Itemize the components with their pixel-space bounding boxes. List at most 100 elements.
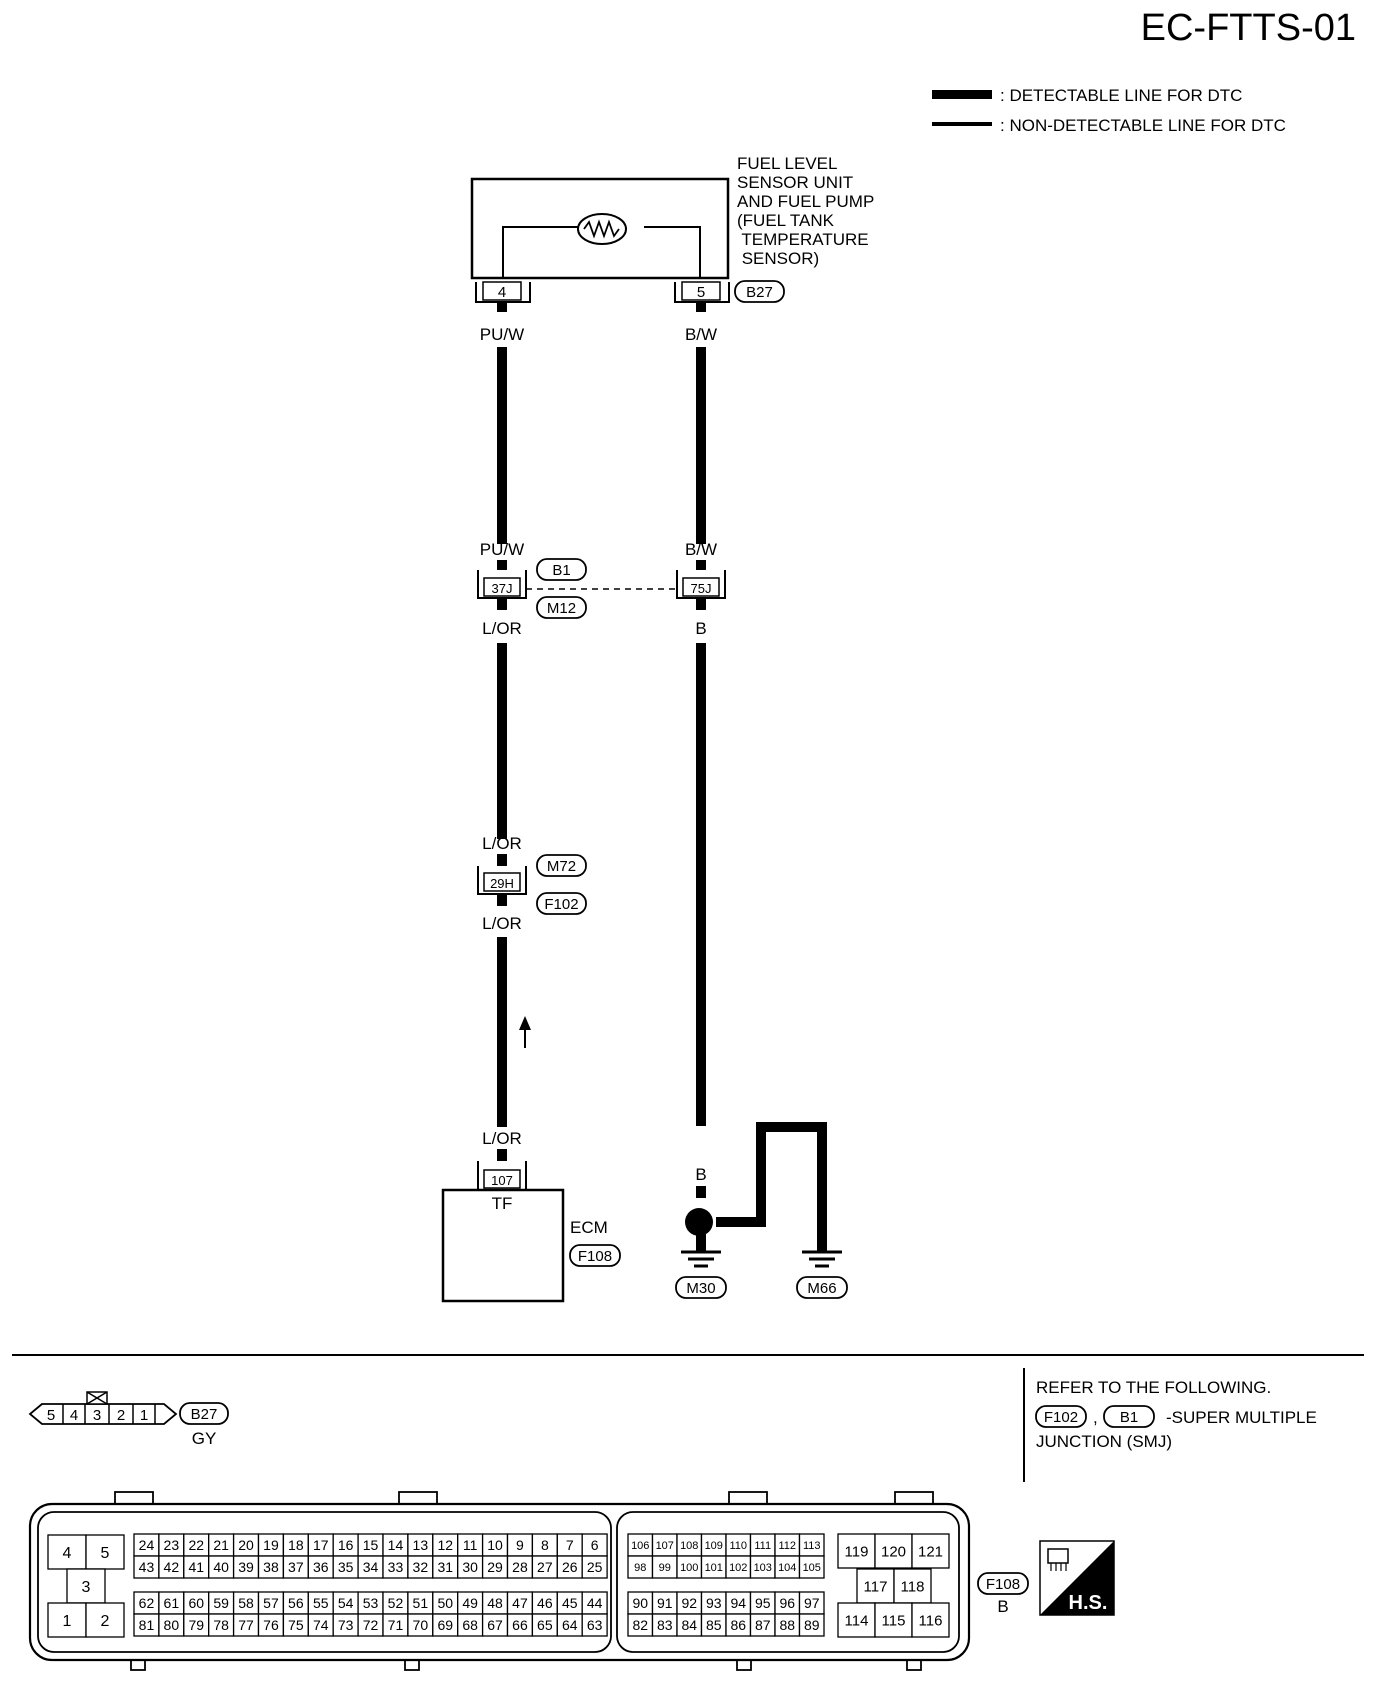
f108-pin-label: 46: [537, 1595, 553, 1611]
f108-pin-label: 34: [363, 1559, 379, 1575]
sensor-label-6: SENSOR): [737, 249, 819, 268]
connector-b27-face: [28, 1391, 178, 1425]
refer-suffix: -SUPER MULTIPLE: [1166, 1408, 1317, 1427]
f108-pin-label: 63: [587, 1617, 603, 1633]
f108-pin-cell: [66, 1568, 106, 1604]
f108-pin-label: 26: [562, 1559, 578, 1575]
f108-pin-label: 79: [188, 1617, 204, 1633]
sensor-label-2: SENSOR UNIT: [737, 173, 853, 192]
f108-pin-label: 121: [918, 1543, 943, 1560]
f108-pin-label: 57: [263, 1595, 279, 1611]
f108-pin-cell: [911, 1602, 950, 1638]
f108-pin-label: 105: [803, 1562, 821, 1574]
legend-nondetectable-label: : NON-DETECTABLE LINE FOR DTC: [1000, 116, 1286, 135]
f108-pin-label: 56: [288, 1595, 304, 1611]
ecm-pin-107: 107: [491, 1173, 513, 1188]
f108-pin-label: 37: [288, 1559, 304, 1575]
f108-pin-label: 44: [587, 1595, 603, 1611]
f108-pin-label: 16: [338, 1537, 354, 1553]
f108-pin-label: 103: [754, 1562, 772, 1574]
f108-pin-label: 5: [101, 1545, 110, 1562]
f108-pin-label: 110: [729, 1540, 747, 1552]
b27-pin-4: 4: [70, 1407, 78, 1424]
f108-pin-label: 108: [680, 1540, 698, 1552]
ecm-box: [441, 1188, 565, 1303]
ground-tag-m66: [796, 1276, 848, 1299]
ecm-terminal-tf: TF: [492, 1194, 513, 1213]
f108-pin-label: 53: [363, 1595, 379, 1611]
connector-tag-f102: [536, 892, 587, 915]
ecm-label: ECM: [570, 1218, 608, 1237]
f108-pin-label: 10: [487, 1537, 503, 1553]
f108-pin-label: 120: [881, 1543, 906, 1560]
f108-pin-label: 42: [164, 1559, 180, 1575]
refer-f102-label: F102: [1044, 1409, 1078, 1426]
ground-tag-m30: [675, 1276, 727, 1299]
wire-color-right-mid-bottom: B: [695, 619, 706, 638]
f108-pin-cell: [85, 1534, 125, 1570]
f108-pin-label: 59: [213, 1595, 229, 1611]
f108-pin-label: 106: [631, 1540, 649, 1552]
f108-pin-cell: [837, 1602, 876, 1638]
f108-pin-label: 17: [313, 1537, 329, 1553]
f108-pin-label: 35: [338, 1559, 354, 1575]
connector-tag-f108-face: [977, 1572, 1029, 1595]
f108-pin-label: 104: [778, 1562, 796, 1574]
f108-pin-label: 15: [363, 1537, 379, 1553]
wire-color-left-mid-bottom: L/OR: [482, 619, 522, 638]
f108-pin-label: 38: [263, 1559, 279, 1575]
f108-pin-label: 83: [657, 1617, 673, 1633]
f108-pin-label: 58: [238, 1595, 254, 1611]
connector-f108-ecm-label: F108: [578, 1248, 612, 1265]
f108-pin-label: 25: [587, 1559, 603, 1575]
f108-pin-label: 87: [755, 1617, 771, 1633]
f108-pin-label: 48: [487, 1595, 503, 1611]
wire-color-right-top: B/W: [685, 325, 717, 344]
f108-pin-cell: [911, 1533, 950, 1569]
f108-pin-label: 55: [313, 1595, 329, 1611]
f108-pin-label: 118: [901, 1578, 925, 1595]
f108-pin-label: 41: [188, 1559, 204, 1575]
fuel-level-sensor-unit: [470, 177, 730, 280]
f108-pin-label: 23: [164, 1537, 180, 1553]
f108-pin-label: 14: [388, 1537, 404, 1553]
f108-pin-label: 43: [139, 1559, 155, 1575]
f108-pin-label: 98: [634, 1562, 646, 1574]
f108-pin-label: 28: [512, 1559, 528, 1575]
f108-color: B: [997, 1597, 1008, 1616]
f108-pin-label: 11: [463, 1537, 478, 1553]
f108-pin-label: 111: [754, 1540, 771, 1552]
f108-pin-label: 97: [804, 1595, 820, 1611]
f108-pin-cell: [874, 1602, 913, 1638]
junction-pin-75j: 75J: [691, 581, 712, 596]
f108-pin-label: 27: [537, 1559, 553, 1575]
legend-detectable-swatch: [932, 90, 992, 99]
f108-pin-label: 73: [338, 1617, 354, 1633]
sensor-label-3: AND FUEL PUMP: [737, 192, 874, 211]
f108-pin-label: 12: [437, 1537, 453, 1553]
connector-tag-f108: [569, 1244, 621, 1267]
wire-color-ground-1: B: [695, 1165, 706, 1184]
f108-pin-cell: [874, 1533, 913, 1569]
f108-pin-label: 13: [413, 1537, 429, 1553]
f108-pin-label: 21: [213, 1537, 229, 1553]
f108-pin-label: 20: [238, 1537, 254, 1553]
f108-pin-label: 68: [462, 1617, 478, 1633]
f108-pin-label: 60: [188, 1595, 204, 1611]
ground-m66-icon: [802, 1250, 842, 1268]
f108-pin-label: 3: [82, 1579, 91, 1596]
f108-pin-label: 4: [63, 1545, 72, 1562]
f108-pin-cell: [798, 1555, 825, 1579]
connector-tag-b27: [734, 280, 785, 303]
connector-tag-b27-face: [179, 1402, 229, 1425]
refer-line-1: REFER TO THE FOLLOWING.: [1036, 1378, 1271, 1397]
wire-right-upper: [696, 347, 706, 544]
refer-tag-b1: [1103, 1405, 1155, 1428]
f108-pin-label: 91: [657, 1595, 673, 1611]
f108-pin-label: 78: [213, 1617, 229, 1633]
f108-pin-label: 76: [263, 1617, 279, 1633]
f108-pin-label: 81: [139, 1617, 155, 1633]
refer-tag-f102: [1035, 1405, 1087, 1428]
wire-color-left-lower-bottom: L/OR: [482, 914, 522, 933]
